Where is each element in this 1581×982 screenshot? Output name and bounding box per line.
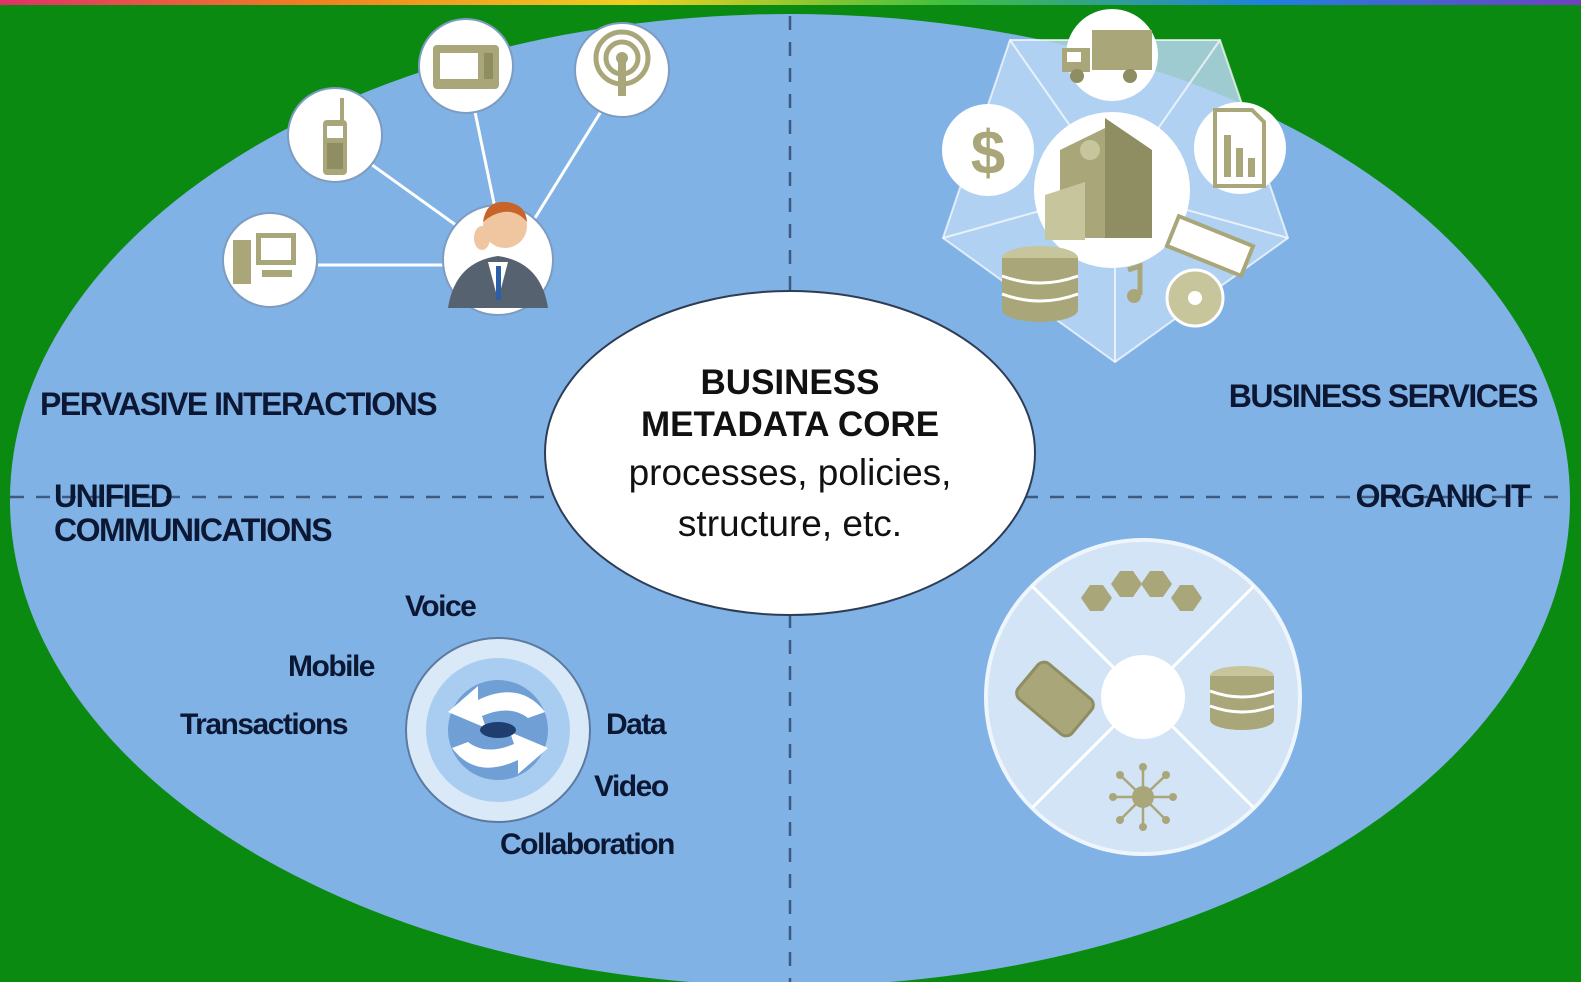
processor-chip-icon	[1015, 660, 1095, 738]
business-metadata-core: BUSINESS METADATA CORE processes, polici…	[545, 292, 1035, 617]
organic-it-wheel	[984, 538, 1302, 856]
core-title-line2: METADATA CORE	[640, 405, 940, 445]
sync-arrows-icon	[405, 637, 591, 823]
report-chart-icon	[1194, 102, 1286, 194]
label-business-services: BUSINESS SERVICES	[1228, 378, 1539, 414]
business-person-icon	[442, 201, 554, 316]
headquarters-building-icon	[1034, 112, 1190, 268]
core-title-line1: BUSINESS	[700, 363, 880, 403]
label-pervasive-interactions: PERVASIVE INTERACTIONS	[40, 386, 438, 422]
handheld-device-icon	[418, 18, 514, 114]
desktop-computer-icon	[222, 212, 318, 308]
core-ellipse	[544, 290, 1036, 616]
label-unified-line2: COMMUNICATIONS	[54, 511, 333, 548]
svg-text:$: $	[971, 119, 1005, 188]
network-hub-icon	[1109, 763, 1177, 831]
dollar-icon: $	[942, 104, 1034, 196]
uc-item-video: Video	[594, 770, 669, 803]
top-rainbow-stripe	[0, 0, 1581, 5]
uc-item-transactions: Transactions	[180, 708, 349, 741]
uc-item-data: Data	[606, 708, 667, 741]
uc-item-collaboration: Collaboration	[500, 828, 675, 861]
cell-phone-icon	[287, 87, 383, 183]
label-organic-it: ORGANIC IT	[1355, 478, 1531, 514]
hexagon-cells-icon	[1081, 571, 1202, 611]
label-unified-communications: UNIFIED COMMUNICATIONS	[54, 478, 333, 548]
uc-item-voice: Voice	[405, 590, 477, 623]
core-subtitle-line1: processes, policies,	[628, 452, 952, 494]
database-icon	[1001, 246, 1079, 322]
storage-database-icon	[1209, 666, 1275, 730]
delivery-truck-icon	[1062, 9, 1158, 101]
label-unified-line1: UNIFIED	[54, 478, 173, 514]
uc-item-mobile: Mobile	[288, 650, 376, 683]
media-disc-film-icon	[1127, 213, 1256, 328]
core-subtitle-line2: structure, etc.	[677, 502, 903, 544]
pervasive-network	[318, 104, 607, 267]
broadcast-antenna-icon	[574, 22, 670, 118]
